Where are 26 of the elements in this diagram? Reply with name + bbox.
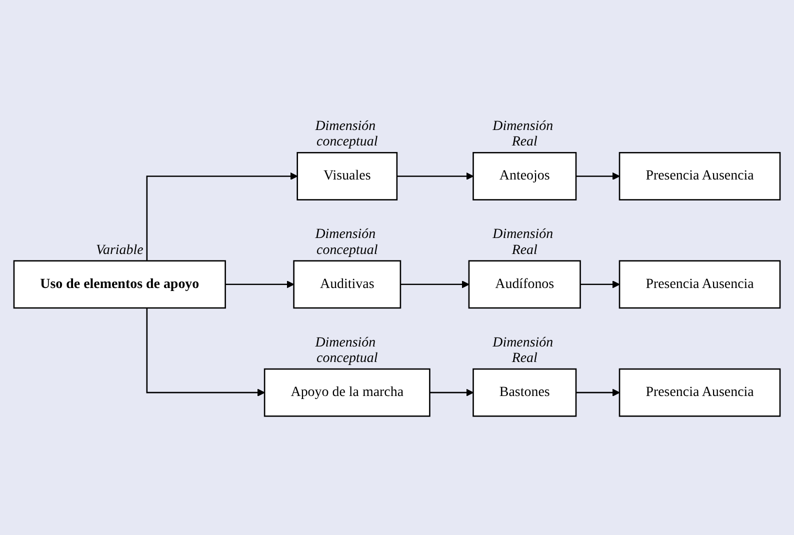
dimension-caption: Variable xyxy=(96,242,144,258)
node-box: Uso de elementos de apoyo xyxy=(13,260,226,309)
node-box: Presencia Ausencia xyxy=(618,368,781,417)
dimension-caption: Dimensión conceptual xyxy=(315,335,378,366)
node-box: Anteojos xyxy=(472,152,577,200)
node-box: Apoyo de la marcha xyxy=(264,368,430,417)
dimension-caption: Dimensión Real xyxy=(492,335,554,366)
dimension-caption: Dimensión conceptual xyxy=(315,118,378,150)
node-box: Visuales xyxy=(296,152,398,200)
arrow xyxy=(224,280,294,288)
arrow xyxy=(429,388,474,396)
dimension-caption: Dimensión Real xyxy=(492,227,554,258)
node-box: Bastones xyxy=(472,368,577,417)
arrow xyxy=(146,308,265,396)
arrow xyxy=(146,172,298,261)
node-box: Auditivas xyxy=(293,260,402,309)
arrow xyxy=(575,388,620,396)
node-box: Audífonos xyxy=(468,260,581,309)
arrow xyxy=(575,172,620,180)
node-box: Presencia Ausencia xyxy=(618,152,781,200)
arrow xyxy=(396,172,474,180)
dimension-caption: Dimensión Real xyxy=(492,118,554,150)
node-box: Presencia Ausencia xyxy=(618,260,781,309)
dimension-caption: Dimensión conceptual xyxy=(315,227,378,258)
arrow xyxy=(580,280,620,288)
arrow xyxy=(400,280,470,288)
